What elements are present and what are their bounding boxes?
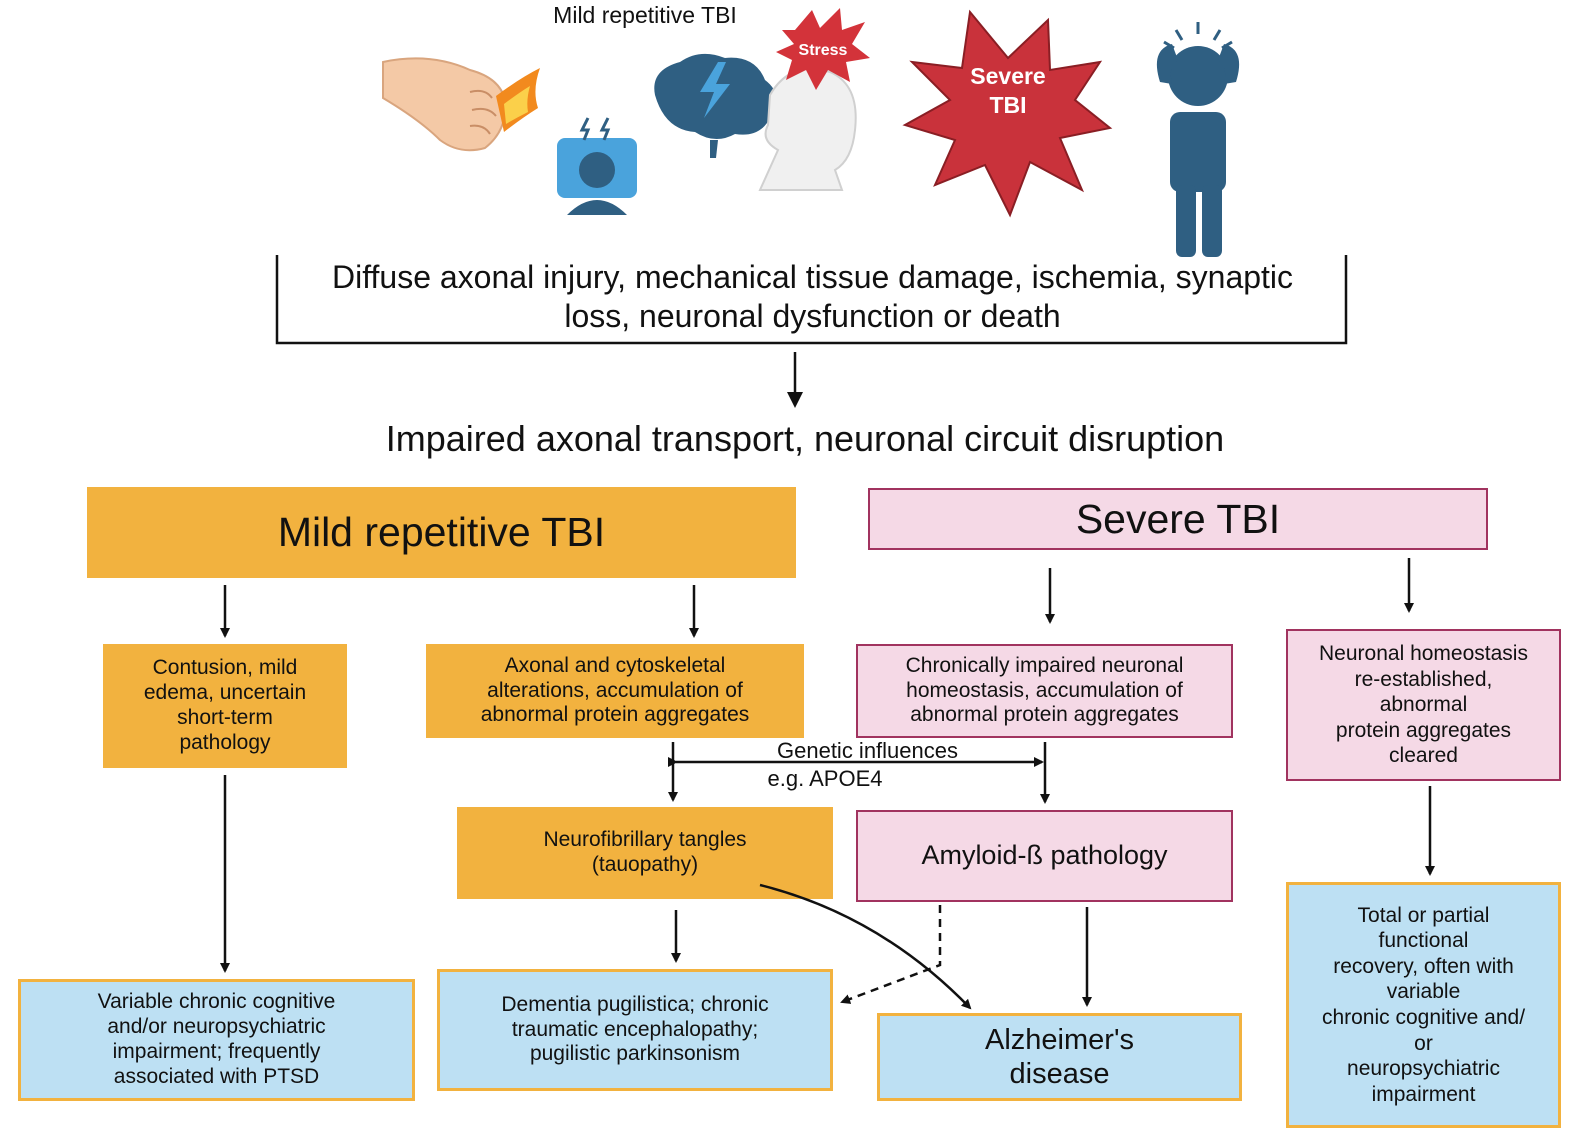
severe-tbi-header: Severe TBI [868, 488, 1488, 550]
axonal-alterations-box: Axonal and cytoskeletal alterations, acc… [426, 644, 804, 738]
stress-label: Stress [799, 42, 848, 59]
header-icons: Stress Severe TBI [382, 8, 1240, 257]
mild-header-label: Mild repetitive TBI [553, 2, 737, 28]
stressed-head-icon: Stress [758, 8, 870, 191]
genetic-influences-label: Genetic influences [777, 738, 958, 763]
neurofibrillary-tangles-box: Neurofibrillary tangles (tauopathy) [457, 807, 833, 899]
impaired-transport-text: Impaired axonal transport, neuronal circ… [385, 418, 1225, 459]
injury-text: Diffuse axonal injury, mechanical tissue… [331, 259, 1294, 335]
chronic-impairment-outcome: Variable chronic cognitive and/or neurop… [18, 979, 415, 1101]
homeostasis-reestablished-box: Neuronal homeostasis re-established, abn… [1286, 629, 1561, 781]
brain-lightning-icon [654, 53, 777, 158]
distressed-person-icon [1156, 22, 1240, 257]
amyloid-beta-box: Amyloid-ß pathology [856, 810, 1233, 902]
functional-recovery-outcome: Total or partial functional recovery, of… [1286, 882, 1561, 1128]
person-lightning-icon [557, 117, 637, 215]
mild-tbi-header: Mild repetitive TBI [87, 487, 796, 578]
dementia-pugilistica-outcome: Dementia pugilistica; chronic traumatic … [437, 969, 833, 1091]
stress-burst-icon [776, 8, 870, 90]
contusion-box: Contusion, mild edema, uncertain short-t… [103, 644, 347, 768]
severe-tbi-star-icon: Severe TBI [902, 9, 1113, 218]
alzheimers-outcome: Alzheimer's disease [877, 1013, 1242, 1101]
severe-star-label-line1: Severe [970, 63, 1045, 89]
apoe4-label: e.g. APOE4 [767, 766, 883, 791]
dashed-arrow-amyloid-to-dementia [840, 905, 942, 1004]
fist-icon [382, 57, 540, 152]
injury-bracket [275, 255, 1348, 408]
chronic-homeostasis-box: Chronically impaired neuronal homeostasi… [856, 644, 1233, 738]
severe-star-label-line2: TBI [989, 92, 1026, 118]
